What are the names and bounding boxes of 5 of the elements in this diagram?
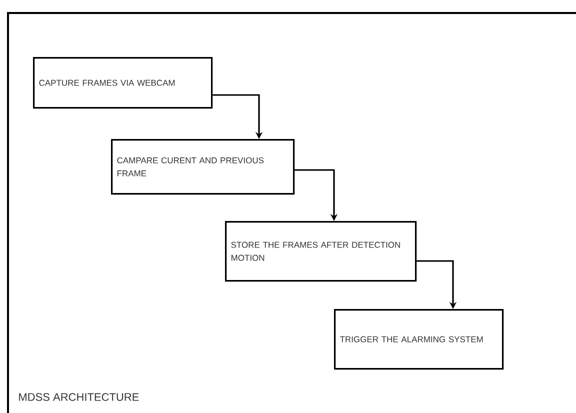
caption: MDSS ARCHITECTURE — [19, 393, 139, 401]
process-box: CAPTURE FRAMES VIA WEBCAM — [33, 57, 213, 109]
process-box: TRIGGER THE ALARMING SYSTEM — [334, 309, 504, 370]
process-box: STORE THE FRAMES AFTER DETECTION MOTION — [225, 221, 417, 282]
process-box: CAMPARE CURENT AND PREVIOUS FRAME — [111, 139, 295, 195]
